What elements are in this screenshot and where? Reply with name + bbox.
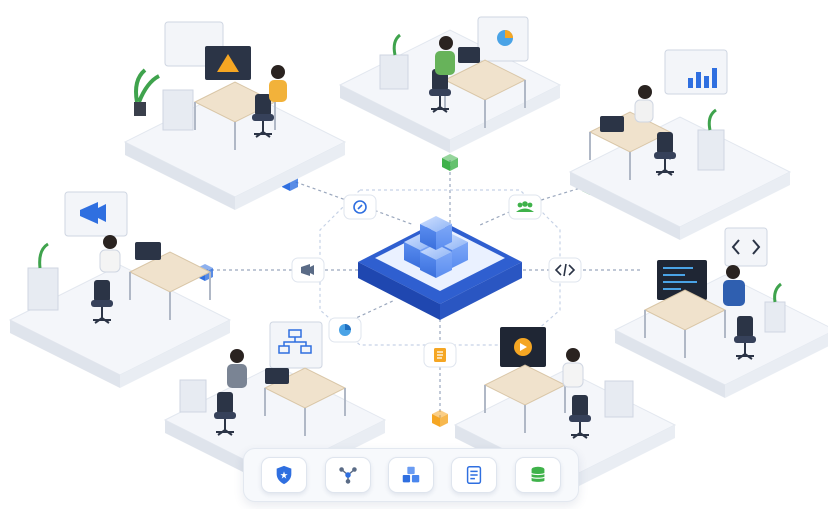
compass-icon (353, 200, 367, 214)
code-board (724, 227, 768, 267)
shield-icon (276, 465, 292, 485)
bottom-toolbar (243, 448, 579, 502)
workstation-marketer (9, 191, 231, 389)
megaphone-badge[interactable] (291, 257, 325, 283)
flowchart-board (269, 321, 323, 369)
hub-badges (291, 194, 582, 368)
cube-icon (442, 154, 458, 171)
compass-badge[interactable] (343, 194, 377, 220)
cube-icon (432, 410, 448, 427)
flowchart-icon (278, 329, 312, 354)
bar-chart-icon (688, 68, 717, 88)
central-hub (358, 216, 522, 320)
team-icon (516, 201, 534, 212)
laptop (458, 47, 480, 63)
workstation-developer (614, 227, 828, 399)
workstation-analyst (339, 16, 561, 154)
laptop (600, 116, 624, 132)
database-icon (530, 466, 545, 482)
document-badge[interactable] (423, 342, 457, 368)
megaphone-icon (80, 202, 106, 224)
database-button[interactable] (514, 457, 561, 493)
workstation-video-editor (454, 327, 676, 494)
cube-stack-icon (404, 216, 468, 278)
document-icon (434, 348, 446, 362)
workstation-dashboard-user (569, 49, 791, 241)
team-badge[interactable] (508, 194, 542, 220)
security-button[interactable] (261, 457, 308, 493)
code-icon (731, 239, 761, 255)
image-editor-icon (217, 54, 239, 72)
megaphone-icon (301, 264, 314, 276)
documents-button[interactable] (451, 457, 498, 493)
laptop (135, 242, 161, 260)
code-badge[interactable] (548, 257, 582, 283)
network-icon (338, 467, 357, 484)
modules-button[interactable] (387, 457, 434, 493)
network-button[interactable] (324, 457, 371, 493)
code-icon (554, 263, 576, 277)
workstation-designer (124, 21, 346, 211)
document-icon (467, 466, 482, 484)
workstation-architect (164, 321, 386, 489)
pie-chart-badge[interactable] (328, 317, 362, 343)
laptop (265, 368, 289, 384)
cubes-icon (402, 466, 420, 483)
pie-chart-icon (339, 324, 351, 336)
